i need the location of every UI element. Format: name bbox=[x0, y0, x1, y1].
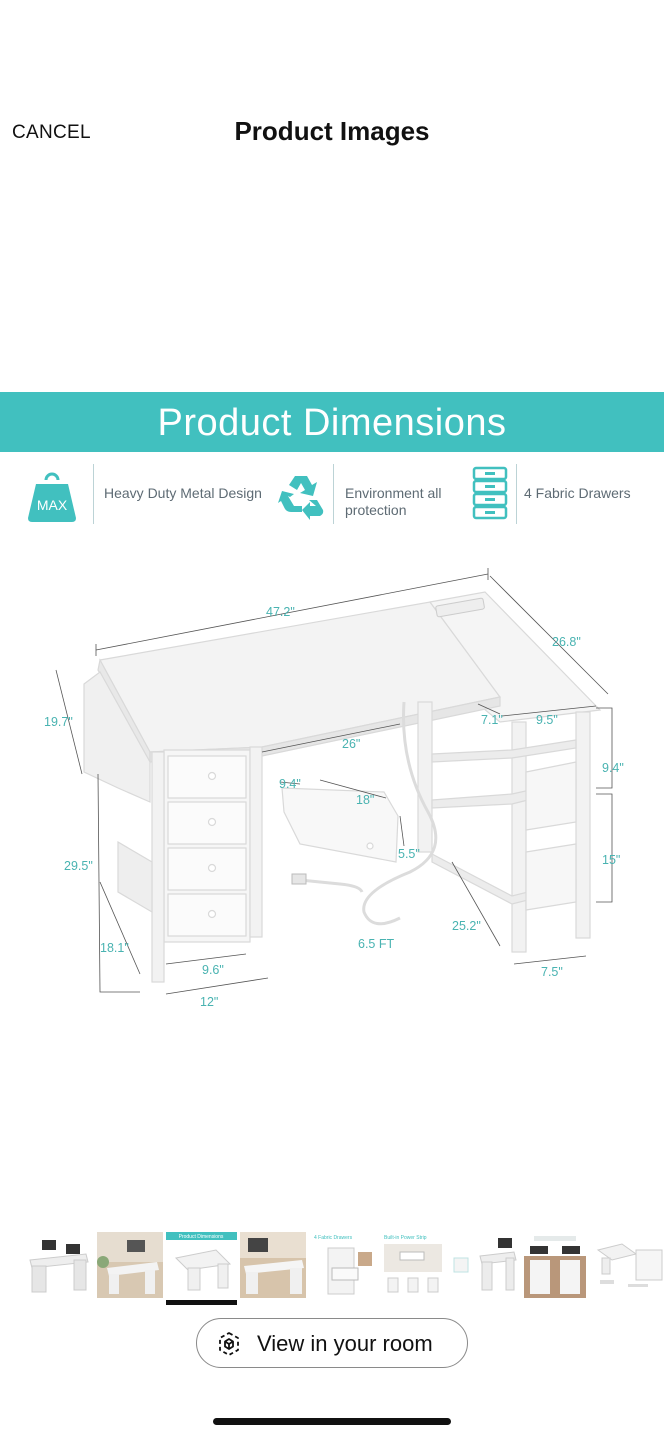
max-icon-text: MAX bbox=[37, 497, 68, 513]
thumb-caption: Built-in Power Strip bbox=[384, 1235, 427, 1241]
drawers-icon bbox=[472, 466, 508, 520]
dim-desk-height: 29.5" bbox=[64, 859, 93, 873]
thumbnail-strip: Product Dimensions 4 Fabric Drawers bbox=[26, 1232, 664, 1305]
feature-fabric-drawers: 4 Fabric Drawers bbox=[472, 464, 652, 528]
selected-thumb-indicator bbox=[166, 1300, 237, 1305]
thumb-corner-layout[interactable] bbox=[592, 1232, 664, 1298]
dim-drawer-depth: 9.4" bbox=[279, 777, 301, 791]
max-weight-icon: MAX bbox=[28, 472, 76, 522]
dim-desk-depth: 19.7" bbox=[44, 715, 73, 729]
thumb-fabric-drawers[interactable]: 4 Fabric Drawers bbox=[310, 1232, 376, 1298]
thumb-office-scene[interactable] bbox=[240, 1232, 306, 1298]
recycle-icon bbox=[278, 476, 324, 520]
thumb-monitor-desk[interactable] bbox=[452, 1232, 518, 1298]
dim-shelf-side-width: 7.5" bbox=[541, 965, 563, 979]
desk-dimension-diagram: 47.2" 26.8" 19.7" 26" 7.1" 9.5" 9.4" 15"… bbox=[44, 568, 624, 1009]
dim-drawer-unit-width: 9.6" bbox=[202, 963, 224, 977]
image-banner-title: Product Dimensions bbox=[0, 392, 664, 452]
feature-label: 4 Fabric Drawers bbox=[524, 485, 631, 501]
dim-drawer-width: 18" bbox=[356, 793, 374, 807]
view-in-room-label: View in your room bbox=[257, 1331, 433, 1356]
dim-knee-width: 26" bbox=[342, 737, 360, 751]
home-indicator[interactable] bbox=[213, 1418, 451, 1425]
view-in-room-button[interactable]: View in your room bbox=[196, 1318, 468, 1368]
thumb-caption: Product Dimensions bbox=[179, 1234, 224, 1240]
thumb-desk-setup[interactable] bbox=[26, 1232, 92, 1298]
feature-label-line1: Environment all bbox=[345, 485, 442, 501]
thumb-caption: 4 Fabric Drawers bbox=[314, 1235, 353, 1241]
page-title: Product Images bbox=[234, 116, 430, 146]
dim-return-depth: 9.5" bbox=[536, 713, 558, 727]
thumb-shelf-unit[interactable] bbox=[522, 1232, 588, 1298]
feature-heavy-duty: MAX Heavy Duty Metal Design bbox=[26, 464, 266, 528]
divider bbox=[333, 464, 334, 524]
feature-label: Heavy Duty Metal Design bbox=[104, 485, 262, 501]
feature-label-line2: protection bbox=[345, 502, 407, 518]
divider bbox=[93, 464, 94, 524]
dim-drawer-unit-depth: 12" bbox=[200, 995, 218, 1009]
dim-shelf-side-depth: 25.2" bbox=[452, 919, 481, 933]
dim-drawer-height: 5.5" bbox=[398, 847, 420, 861]
dim-shelf-height-lower: 15" bbox=[602, 853, 620, 867]
thumb-room-scene[interactable] bbox=[97, 1232, 163, 1298]
dim-shelf-height-top: 9.4" bbox=[602, 761, 624, 775]
dim-cord-length: 6.5 FT bbox=[358, 937, 394, 951]
dim-return-gap: 7.1" bbox=[481, 713, 503, 727]
feature-row: MAX Heavy Duty Metal Design Environment … bbox=[0, 464, 664, 528]
cancel-button[interactable]: CANCEL bbox=[12, 122, 91, 143]
ar-cube-icon bbox=[219, 1332, 239, 1356]
thumb-product-dimensions[interactable]: Product Dimensions bbox=[166, 1232, 237, 1298]
feature-environment: Environment all protection bbox=[276, 464, 456, 528]
header: CANCEL Product Images bbox=[0, 100, 664, 164]
dim-side-bag-depth: 18.1" bbox=[100, 941, 129, 955]
dim-return-length: 26.8" bbox=[552, 635, 581, 649]
thumb-built-in-outlet[interactable]: Built-in Power Strip bbox=[380, 1232, 446, 1298]
product-image[interactable]: Product Dimensions MAX Heavy Duty Metal … bbox=[0, 392, 664, 1032]
divider bbox=[516, 464, 517, 524]
dim-desk-width: 47.2" bbox=[266, 605, 295, 619]
